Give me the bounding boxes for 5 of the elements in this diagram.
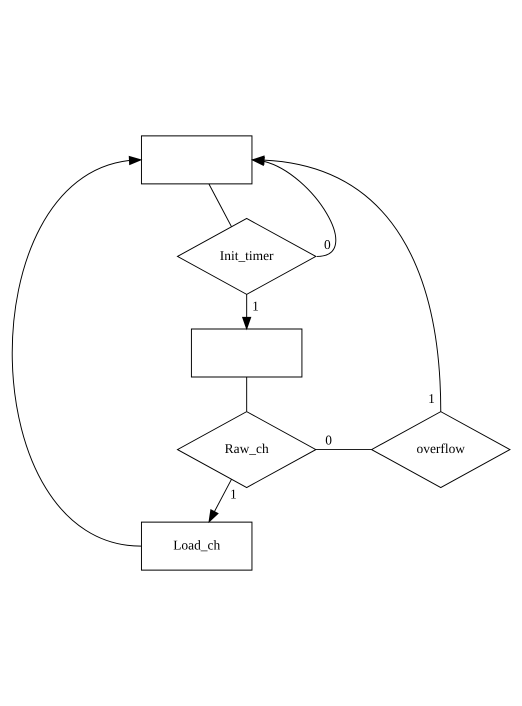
edge-label: 1 (252, 298, 259, 314)
edge-label: 0 (324, 236, 331, 252)
edge-label: 0 (325, 432, 332, 448)
edge-label: 1 (230, 486, 237, 502)
edge-label: 1 (428, 390, 435, 406)
